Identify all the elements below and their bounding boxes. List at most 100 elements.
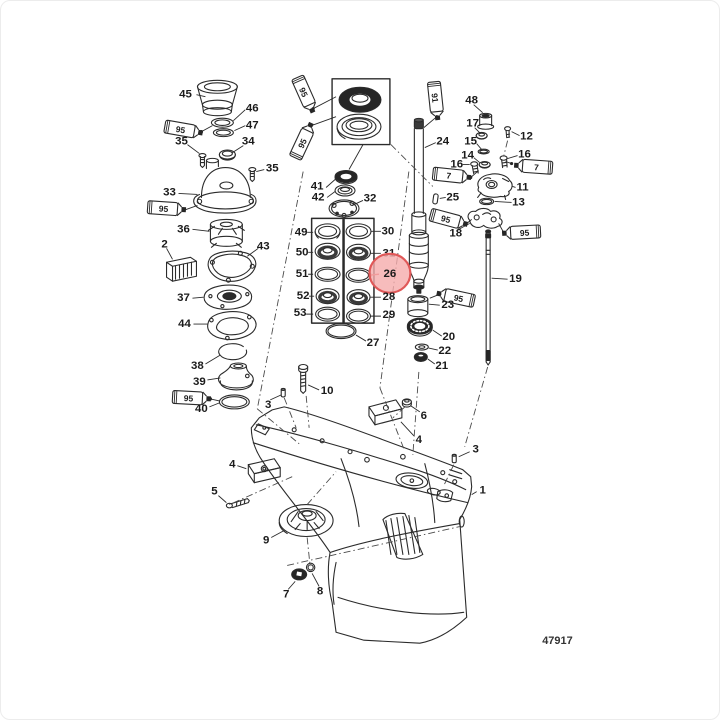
part-label-37[interactable]: 37 [177,292,190,304]
part-40-drawing [218,394,250,410]
part-label-24[interactable]: 24 [436,136,449,148]
part-label-45[interactable]: 45 [179,89,192,101]
part-label-46[interactable]: 46 [246,103,259,115]
tube-label: 95 [520,227,530,237]
part-label-4[interactable]: 4 [229,459,236,471]
part-label-35[interactable]: 35 [175,136,188,148]
part-label-10[interactable]: 10 [321,385,334,397]
part-label-5[interactable]: 5 [211,486,218,498]
part-label-47[interactable]: 47 [246,120,259,132]
part-label-28[interactable]: 28 [383,291,396,303]
part-42-drawing [334,184,356,197]
part-label-13[interactable]: 13 [512,196,525,208]
part-label-8[interactable]: 8 [317,585,324,597]
part-label-41[interactable]: 41 [311,180,324,192]
part-4-top-drawing [368,399,403,426]
part-3-left-drawing [280,387,286,398]
part-30-drawing [345,223,372,240]
tube-label: 91 [430,93,441,104]
part-label-18[interactable]: 18 [449,227,462,239]
part-label-52[interactable]: 52 [297,290,310,302]
part-14-drawing [478,161,491,169]
part-43-drawing [207,250,257,283]
part-label-35[interactable]: 35 [266,163,279,175]
part-49-drawing [314,223,341,240]
part-11-drawing [477,173,513,200]
part-label-42[interactable]: 42 [312,191,325,203]
lubricant-tube-7: 7 [513,158,554,175]
part-label-14[interactable]: 14 [461,150,474,162]
part-label-23[interactable]: 23 [441,299,454,311]
part-16-left-drawing [470,161,479,175]
part-label-43[interactable]: 43 [257,240,270,252]
part-52-drawing [315,288,340,305]
part-label-38[interactable]: 38 [191,360,204,372]
part-label-51[interactable]: 51 [296,268,309,280]
part-48-drawing [477,112,495,130]
part-label-33[interactable]: 33 [163,186,176,198]
part-label-16[interactable]: 16 [518,149,531,161]
part-label-7[interactable]: 7 [283,588,289,600]
part-label-1[interactable]: 1 [479,485,486,497]
part-27-drawing [325,323,357,340]
part-21-drawing [413,351,428,363]
tube-label: 7 [446,170,452,180]
tube-label: 95 [453,292,465,304]
part-label-29[interactable]: 29 [383,309,396,321]
part-label-36[interactable]: 36 [177,223,190,235]
part-label-22[interactable]: 22 [438,345,451,357]
part-label-53[interactable]: 53 [294,307,307,319]
tube-label: 95 [175,124,186,136]
tube-label: 95 [440,213,452,225]
part-label-20[interactable]: 20 [442,331,455,343]
part-39-drawing [217,362,254,391]
part-41-drawing [334,169,358,185]
part-37-drawing [203,284,253,310]
highlight-circle[interactable] [368,252,412,294]
part-44-drawing [207,311,257,341]
part-7-drawing [291,568,308,581]
part-label-50[interactable]: 50 [296,246,309,258]
part-53-drawing [315,306,341,322]
part-label-4[interactable]: 4 [416,434,423,446]
part-label-44[interactable]: 44 [178,318,191,330]
part-36-drawing [207,218,245,248]
lubricant-tube-95: 95 [289,121,315,161]
part-label-27[interactable]: 27 [367,337,380,349]
part-label-9[interactable]: 9 [263,534,269,546]
part-label-17[interactable]: 17 [466,118,479,130]
part-25-drawing [432,193,439,205]
part-label-21[interactable]: 21 [435,360,448,372]
part-4-left-drawing [247,458,281,484]
part-label-15[interactable]: 15 [464,136,477,148]
part-label-48[interactable]: 48 [465,95,478,107]
part-35-left-drawing [198,153,207,169]
part-label-49[interactable]: 49 [295,226,308,238]
part-label-6[interactable]: 6 [421,410,427,422]
part-1-housing-drawing [250,406,473,644]
part-label-11[interactable]: 11 [516,181,529,193]
part-label-3[interactable]: 3 [265,399,271,411]
part-label-26[interactable]: 26 [384,268,397,280]
part-label-34[interactable]: 34 [242,136,255,148]
lubricant-tube-95: 95 [291,74,317,114]
tube-label: 95 [158,203,168,214]
part-label-3[interactable]: 3 [472,444,478,456]
part-label-12[interactable]: 12 [520,131,533,143]
part-label-40[interactable]: 40 [195,403,208,415]
part-label-19[interactable]: 19 [509,273,522,285]
part-28-drawing [346,289,371,306]
tube-label: 95 [296,137,309,150]
construction-dash-lines [229,140,509,567]
lubricant-tube-95: 95 [502,224,542,240]
part-17-drawing [475,131,488,140]
part-label-16[interactable]: 16 [450,159,463,171]
part-label-30[interactable]: 30 [382,225,395,237]
part-label-25[interactable]: 25 [446,191,459,203]
part-label-2[interactable]: 2 [161,238,167,250]
part-label-32[interactable]: 32 [364,192,377,204]
part-3-right-drawing [451,453,457,464]
part-label-39[interactable]: 39 [193,376,206,388]
